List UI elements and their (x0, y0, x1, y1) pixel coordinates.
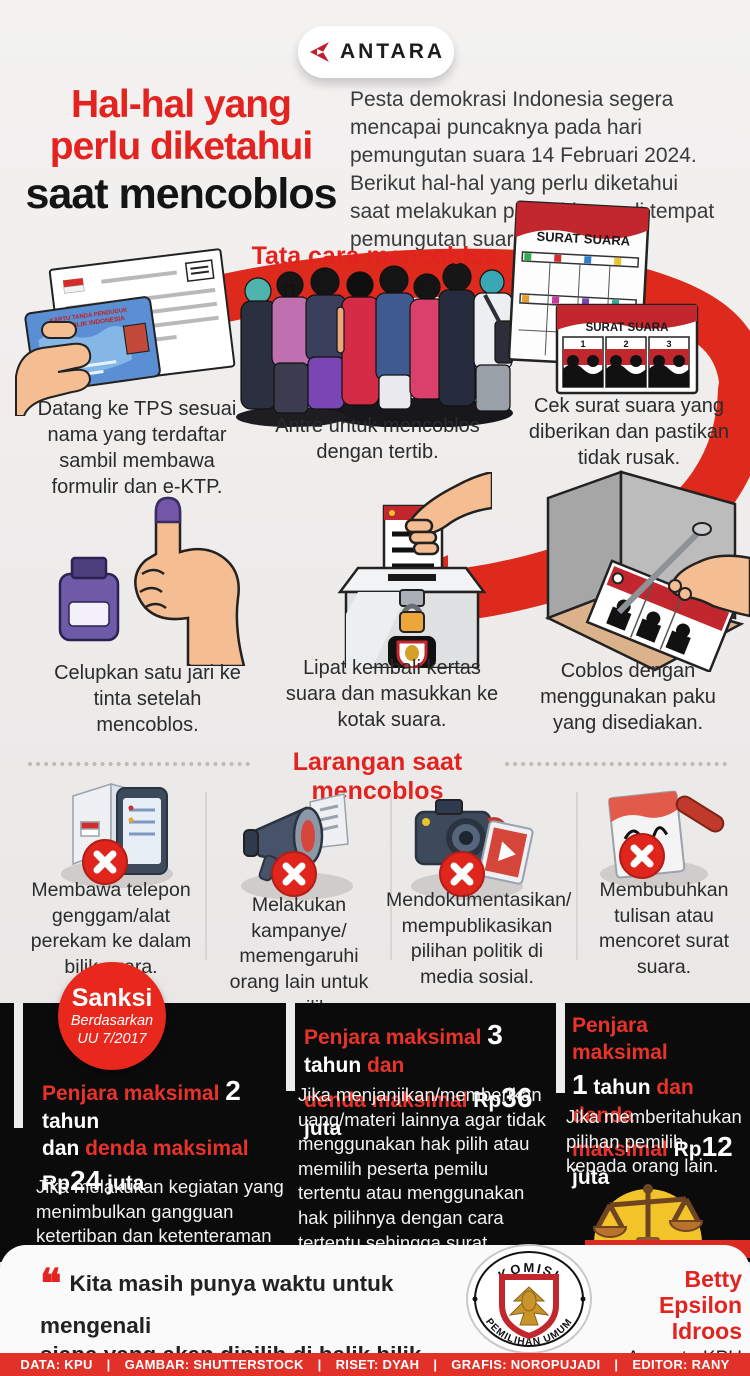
prohibited-x-icon (82, 839, 128, 885)
title-line-1: Hal-hal yang (71, 83, 292, 126)
megaphone-icon (241, 793, 353, 900)
prohibited-x-icon (439, 851, 485, 897)
footer-credits: DATA: KPU | GAMBAR: SHUTTERSTOCK | RISET… (0, 1353, 750, 1376)
quote-mark-icon: ❝ (40, 1262, 62, 1306)
svg-text:1: 1 (580, 339, 585, 349)
dotted-line-right (505, 762, 727, 766)
sanksi-badge: Sanksi Berdasarkan UU 7/2017 (58, 962, 166, 1070)
svg-text:3: 3 (666, 339, 671, 349)
panel-slit (556, 1003, 565, 1093)
author-name-line2: Idroos (671, 1317, 742, 1344)
step-illustration-ballot-box (337, 472, 492, 668)
panel-slit (14, 1003, 23, 1128)
phone-icon (61, 782, 173, 888)
sanction-headline-2: Penjara maksimal 3 tahun dan denda maksi… (304, 1019, 533, 1140)
title-line-3: saat mencoblos (25, 170, 338, 219)
antara-logo: ANTARA (298, 26, 454, 78)
svg-text:SURAT SUARA: SURAT SUARA (536, 229, 631, 249)
prohibited-x-icon (619, 833, 665, 879)
larangan-caption-3: Mendokumentasikan/ mempublikasikan pilih… (386, 889, 572, 989)
credit-separator: | (106, 1357, 111, 1372)
hand-with-nail (616, 522, 750, 618)
marker-ballot-icon (600, 790, 725, 888)
credit-riset: RISET: DYAH (335, 1357, 420, 1372)
sanction-headline-3: Penjara maksimal 1 tahun dan denda maksi… (572, 1014, 733, 1190)
step-illustration-ink-finger (58, 496, 246, 666)
credit-data: DATA: KPU (20, 1357, 93, 1372)
step-illustration-booth (544, 470, 750, 672)
panel-slit (286, 1003, 295, 1091)
kpu-logo: KOMISI PEMILIHAN UMUM (466, 1244, 592, 1354)
hand-inserting (404, 472, 492, 556)
step-caption-1: Datang ke TPS sesuai nama yang terdaftar… (37, 398, 237, 498)
credit-grafis: GRAFIS: NOROPUJADI (451, 1357, 601, 1372)
antara-logo-text: ANTARA (339, 40, 446, 63)
step-caption-3: Cek surat suara yang diberikan dan pasti… (528, 395, 730, 469)
step-illustration-queue (236, 262, 514, 427)
sanction-body-2: Jika menjanjikan/memberikan uang/materi … (298, 1084, 546, 1262)
box (337, 566, 487, 668)
page-title: Hal-hal yang perlu diketahui saat mencob… (22, 83, 340, 219)
step-illustration-surat-suara: SURAT SUARA SURAT SUARA 1 2 3 (507, 200, 699, 395)
dotted-line-left (28, 762, 250, 766)
step-illustration-ektp: KARTU TANDA PENDUDUK REPUBLIK INDONESIA (15, 248, 236, 416)
step-caption-5: Lipat kembali kertas suara dan masukkan … (285, 657, 499, 731)
svg-text:SURAT SUARA: SURAT SUARA (586, 322, 669, 334)
larangan-caption-2: Melakukan kampanye/ memengaruhi orang la… (229, 894, 369, 1019)
camera-icon (411, 799, 534, 900)
section-heading-larangan: Larangan saat mencoblos (292, 748, 463, 805)
larangan-caption-4: Membubuhkan tulisan atau mencoret surat … (598, 879, 730, 979)
credit-separator: | (317, 1357, 322, 1372)
sanksi-badge-title: Sanksi (71, 984, 153, 1013)
sanksi-badge-subtitle: Berdasarkan UU 7/2017 (70, 1013, 154, 1047)
antara-logo-icon (309, 42, 329, 62)
divider (390, 792, 392, 960)
credit-separator: | (433, 1357, 438, 1372)
title-line-2: perlu diketahui (49, 125, 313, 169)
sanction-headline-1: Penjara maksimal 2 tahun dan denda maksi… (42, 1075, 249, 1196)
divider (576, 792, 578, 960)
step-caption-6: Coblos dengan menggunakan paku yang dise… (540, 660, 716, 734)
hand-with-ink (134, 496, 246, 666)
credit-separator: | (614, 1357, 619, 1372)
hand-holding-card (15, 321, 92, 416)
sanksi-section: Penjara maksimal 2 tahun dan denda maksi… (0, 1003, 750, 1262)
divider (205, 792, 207, 960)
credit-gambar: GAMBAR: SHUTTERSTOCK (124, 1357, 304, 1372)
prohibited-x-icon (271, 851, 317, 897)
ink-bottle (58, 556, 120, 642)
section-heading-tata-cara: Tata cara mencoblos (251, 242, 499, 270)
step-caption-4: Celupkan satu jari ke tinta setelah menc… (54, 662, 241, 736)
sanction-body-3: Jika memberitahukan pilihan pemilih kepa… (566, 1106, 742, 1177)
credit-editor: EDITOR: RANY (632, 1357, 730, 1372)
svg-text:2: 2 (623, 339, 628, 349)
quote-panel (0, 1245, 750, 1353)
step-caption-2: Antre untuk mencoblos dengan tertib. (275, 415, 480, 463)
author-name-line1: Betty Epsilon (658, 1266, 742, 1318)
